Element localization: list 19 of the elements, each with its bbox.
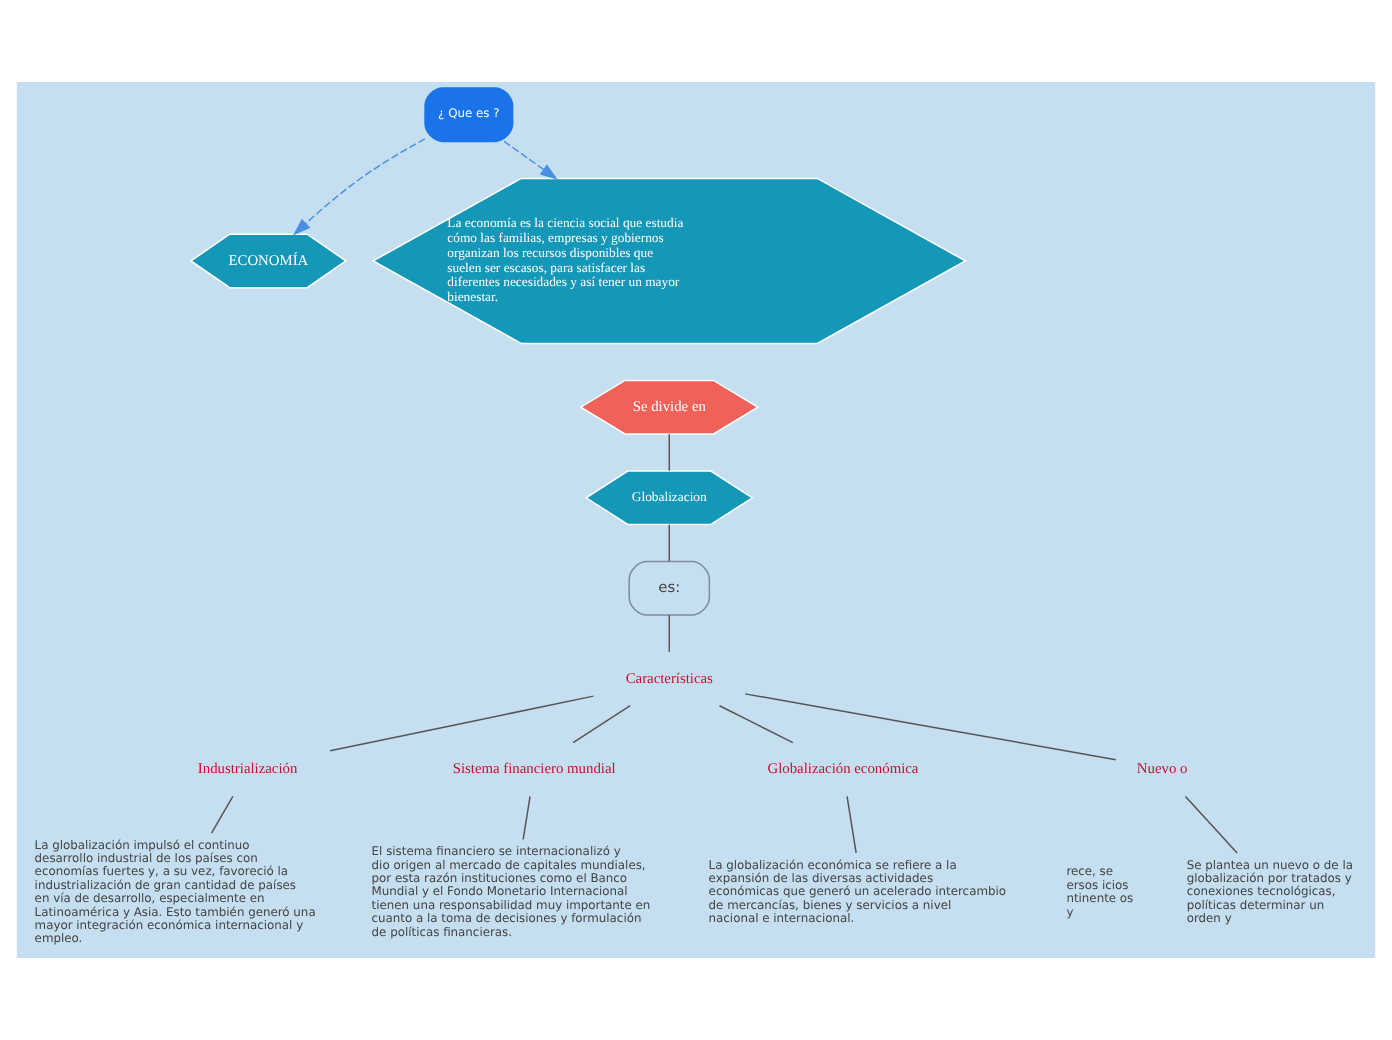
connector	[522, 795, 531, 841]
node-text: Sistema financiero mundial	[452, 759, 616, 778]
connector	[329, 695, 595, 752]
arrow	[293, 138, 426, 236]
connector	[718, 704, 794, 744]
connector	[668, 523, 670, 562]
connector	[210, 795, 234, 834]
connector	[846, 795, 857, 854]
arrow	[503, 140, 558, 180]
node-box: es:	[628, 560, 711, 616]
node-text: Nuevo o	[1136, 759, 1188, 778]
node-text: Características	[625, 668, 713, 687]
connector	[1184, 795, 1238, 854]
connector	[572, 704, 631, 744]
node-text: Industrialización	[197, 759, 298, 778]
connector	[668, 614, 670, 653]
node-text: Globalización económica	[767, 759, 919, 778]
connector	[668, 433, 670, 472]
connector	[744, 693, 1117, 761]
